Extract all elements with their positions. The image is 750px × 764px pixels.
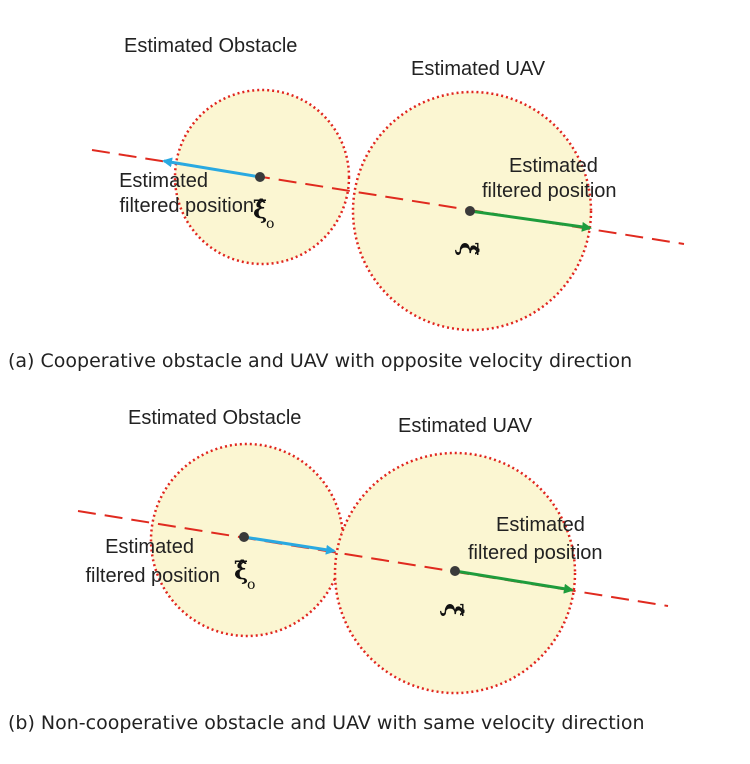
obstacle-position-label-line1: Estimated (119, 170, 208, 192)
obstacle-title: Estimated Obstacle (128, 407, 301, 429)
obstacle-center-point (255, 172, 265, 182)
uav-velocity-arrow (454, 569, 574, 594)
obstacle-center-point (239, 532, 249, 542)
uav-center-point (465, 206, 475, 216)
obstacle-title: Estimated Obstacle (124, 35, 297, 57)
uav-symbol: ξ̂ (454, 242, 483, 256)
caption-b: (b) Non-cooperative obstacle and UAV wit… (8, 712, 645, 734)
uav-position-label-line1: Estimated (509, 155, 598, 177)
uav-title: Estimated UAV (398, 415, 533, 437)
obstacle-position-label-line1: Estimated (105, 536, 194, 558)
caption-a: (a) Cooperative obstacle and UAV with op… (8, 350, 632, 372)
uav-title: Estimated UAV (411, 58, 546, 80)
uav-position-label-line2: filtered position (468, 542, 603, 564)
panel-b: Estimated Obstacle Estimated UAV Estimat… (8, 407, 669, 734)
uav-center-point (450, 566, 460, 576)
uav-velocity-arrow (469, 209, 592, 232)
obstacle-symbol-subscript: o (266, 216, 274, 232)
obstacle-symbol: ξ̂ (253, 195, 267, 224)
obstacle-velocity-arrow (243, 535, 336, 555)
obstacle-symbol-subscript: o (247, 577, 255, 593)
obstacle-velocity-arrow (162, 157, 261, 179)
panel-a: Estimated Obstacle Estimated UAV Estimat… (8, 35, 685, 372)
uav-symbol: ξ̂ (439, 603, 468, 617)
uav-position-label-line1: Estimated (496, 514, 585, 536)
obstacle-position-label-line2: filtered position (85, 565, 220, 587)
uav-position-label-line2: filtered position (482, 180, 617, 202)
obstacle-position-label-line2: filtered position (119, 195, 254, 217)
obstacle-symbol: ξ̂ (234, 556, 248, 585)
